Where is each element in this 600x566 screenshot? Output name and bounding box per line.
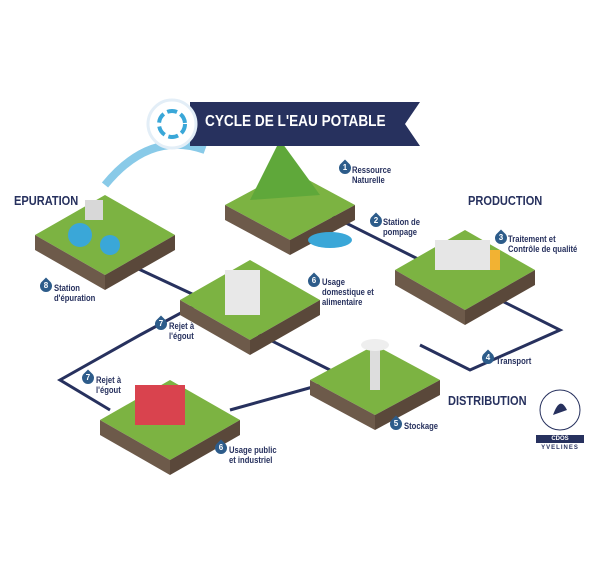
step-drop-icon: 2 bbox=[367, 212, 385, 230]
section-production: PRODUCTION bbox=[468, 193, 543, 208]
step-label: Station d'épuration bbox=[54, 283, 96, 303]
section-epuration: EPURATION bbox=[14, 193, 79, 208]
step-drop-icon: 6 bbox=[212, 439, 230, 457]
step-drop-icon: 3 bbox=[492, 229, 510, 247]
logo-region: YVELINES bbox=[541, 445, 579, 451]
tile-industrial bbox=[100, 380, 240, 475]
section-distribution: DISTRIBUTION bbox=[448, 393, 527, 408]
tile-distribution bbox=[310, 339, 440, 430]
tile-epuration bbox=[35, 195, 175, 290]
cdos-logo: CDOS YVELINES bbox=[530, 385, 590, 451]
step-label: Usage domestique et alimentaire bbox=[322, 277, 374, 307]
title-banner bbox=[146, 98, 420, 150]
step-label: Station de pompage bbox=[383, 217, 420, 237]
step-label: Stockage bbox=[404, 421, 439, 431]
step-drop-icon: 8 bbox=[37, 277, 55, 295]
step-label: Ressource Naturelle bbox=[352, 165, 392, 185]
step-label: Rejet à l'égout bbox=[96, 375, 122, 395]
step-label: Transport bbox=[496, 356, 532, 366]
step-drop-icon: 7 bbox=[152, 315, 170, 333]
step-drop-icon: 1 bbox=[336, 159, 354, 177]
cdos-logo-emblem bbox=[539, 389, 581, 431]
step-drop-icon: 6 bbox=[305, 272, 323, 290]
tile-production bbox=[395, 230, 535, 325]
step-drop-icon: 4 bbox=[479, 349, 497, 367]
tile-domestic bbox=[180, 260, 320, 355]
step-label: Usage public et industriel bbox=[229, 445, 277, 465]
step-label: Traitement et Contrôle de qualité bbox=[508, 234, 578, 254]
page-title: CYCLE DE L'EAU POTABLE bbox=[205, 113, 386, 130]
step-drop-icon: 5 bbox=[387, 415, 405, 433]
tile-source bbox=[225, 140, 355, 255]
step-drop-icon: 7 bbox=[79, 369, 97, 387]
step-label: Rejet à l'égout bbox=[169, 321, 195, 341]
evaporation-arrow bbox=[101, 140, 207, 188]
logo-cdos: CDOS bbox=[536, 435, 584, 443]
